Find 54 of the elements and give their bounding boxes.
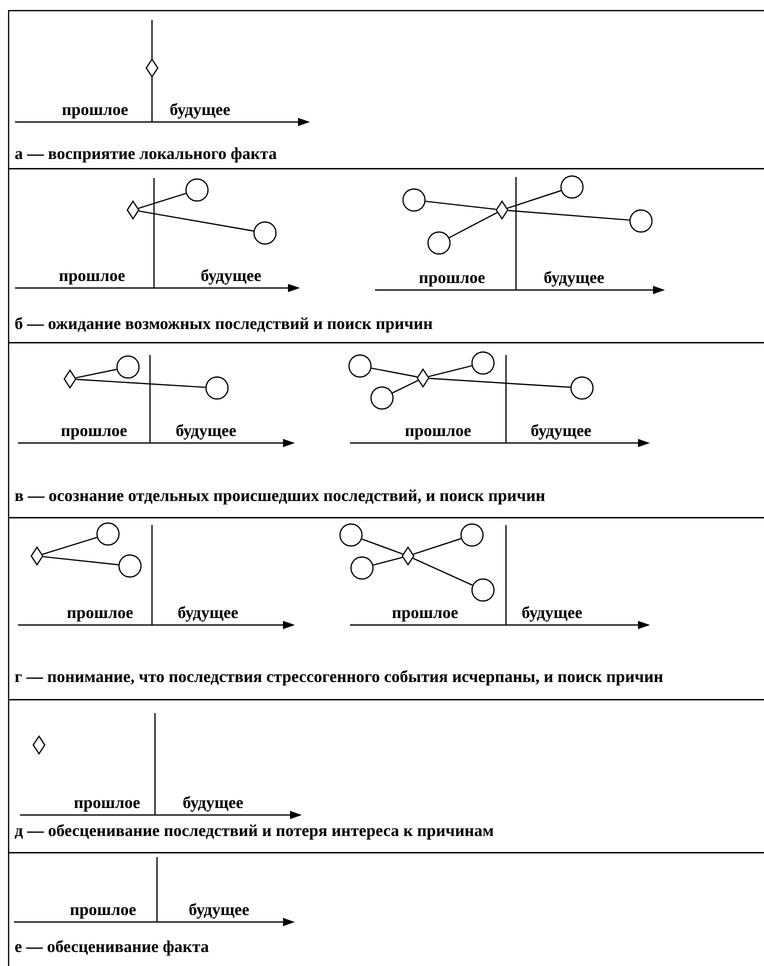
connector-line [412,558,473,586]
connector-line [76,368,117,378]
connector-line [507,190,562,209]
axis-label: прошлое [61,428,127,440]
consequence-circle [471,578,495,602]
axis-label: будущее [183,796,243,812]
consequence-circle [339,523,363,547]
axis-label: прошлое [419,275,485,287]
axis-label: будущее [531,424,591,440]
connector-line [449,212,498,238]
consequence-circle [560,175,584,199]
connector-line [373,556,403,566]
consequence-circle [185,178,209,202]
consequence-circle [350,556,374,580]
consequence-circle [118,554,142,578]
axis-label: будущее [544,271,604,287]
consequence-circle [253,221,277,245]
consequence-circle [570,376,594,400]
axis-label: будущее [176,424,236,440]
axis-label: прошлое [405,428,471,440]
axis-label: будущее [178,606,238,622]
connector-line [42,536,98,555]
consequence-circle [348,354,372,378]
consequence-circle [629,209,653,233]
connector-line [392,380,418,394]
connector-line [413,538,462,555]
axis-label: будущее [170,103,230,119]
connector-line [138,192,186,209]
consequence-circle [96,522,120,546]
axis-label: прошлое [67,610,133,622]
consequence-circle [427,231,451,255]
connector-line [429,378,570,388]
consequence-circle [370,386,394,410]
connector-line [362,538,403,555]
axis-label: будущее [189,903,249,919]
axis-label: прошлое [70,907,136,919]
axis-label: будущее [522,606,582,622]
consequence-circle [471,351,495,375]
axis-label: прошлое [74,800,140,812]
axis-label: прошлое [62,107,128,119]
consequence-circle [402,188,426,212]
connector-line [508,210,630,221]
connector-line [43,556,119,566]
connector-line [138,210,254,232]
consequence-circle [205,376,229,400]
axis-label: прошлое [392,610,458,622]
axis-label: прошлое [59,273,125,285]
axis-label: будущее [201,269,261,285]
connector-line [425,200,496,210]
consequence-circle [116,355,140,379]
connector-line [76,378,206,388]
connector-line [371,368,418,378]
connector-line [428,365,472,378]
consequence-circle [460,523,484,547]
